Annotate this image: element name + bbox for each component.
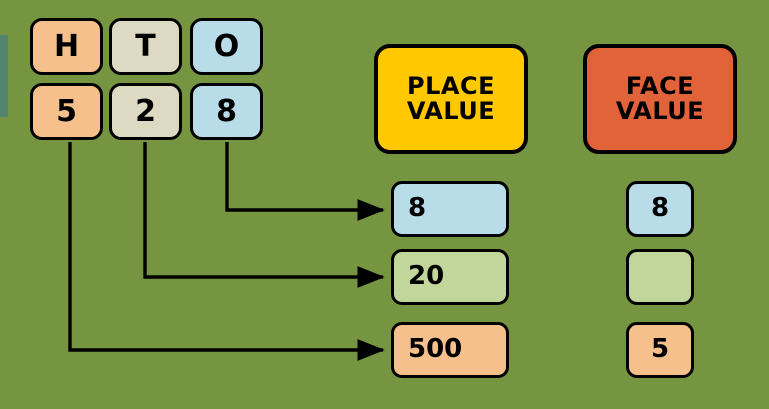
face-value-header[interactable]: FACE VALUE — [583, 44, 737, 154]
connector-500 — [68, 142, 385, 361]
place-header-ones-label: O — [213, 28, 240, 64]
digit-tens[interactable]: 2 — [109, 83, 182, 140]
place-header-hundreds-label: H — [53, 28, 80, 64]
left-edge-strip — [0, 35, 8, 117]
place-header-tens-label: T — [135, 28, 156, 64]
digit-tens-label: 2 — [135, 93, 156, 129]
place-value-box-ones[interactable]: 8 — [391, 181, 509, 237]
place-value-box-ones-label: 8 — [408, 193, 427, 224]
connector-8 — [225, 142, 385, 221]
face-value-box-ones[interactable]: 8 — [626, 181, 694, 237]
face-value-box-hundreds[interactable]: 5 — [626, 322, 694, 378]
face-value-box-ones-label: 8 — [650, 193, 670, 224]
place-value-box-hundreds-label: 500 — [408, 334, 463, 365]
place-header-hundreds[interactable]: H — [30, 18, 103, 75]
place-value-box-tens-label: 20 — [408, 261, 445, 292]
place-value-box-hundreds[interactable]: 500 — [391, 322, 509, 378]
place-value-header-line2: VALUE — [406, 97, 496, 125]
digit-hundreds[interactable]: 5 — [30, 83, 103, 140]
place-value-header-line1: PLACE — [407, 71, 495, 100]
digit-ones-label: 8 — [216, 93, 237, 129]
digit-ones[interactable]: 8 — [190, 83, 263, 140]
face-value-header-line2: VALUE — [615, 97, 705, 125]
place-header-ones[interactable]: O — [190, 18, 263, 75]
face-value-box-hundreds-label: 5 — [650, 334, 670, 365]
place-value-box-tens[interactable]: 20 — [391, 249, 509, 305]
face-value-header-line1: FACE — [625, 71, 695, 100]
digit-hundreds-label: 5 — [56, 93, 77, 129]
connector-20 — [143, 142, 385, 288]
face-value-box-tens[interactable] — [626, 249, 694, 305]
place-header-tens[interactable]: T — [109, 18, 182, 75]
place-value-header[interactable]: PLACE VALUE — [374, 44, 528, 154]
